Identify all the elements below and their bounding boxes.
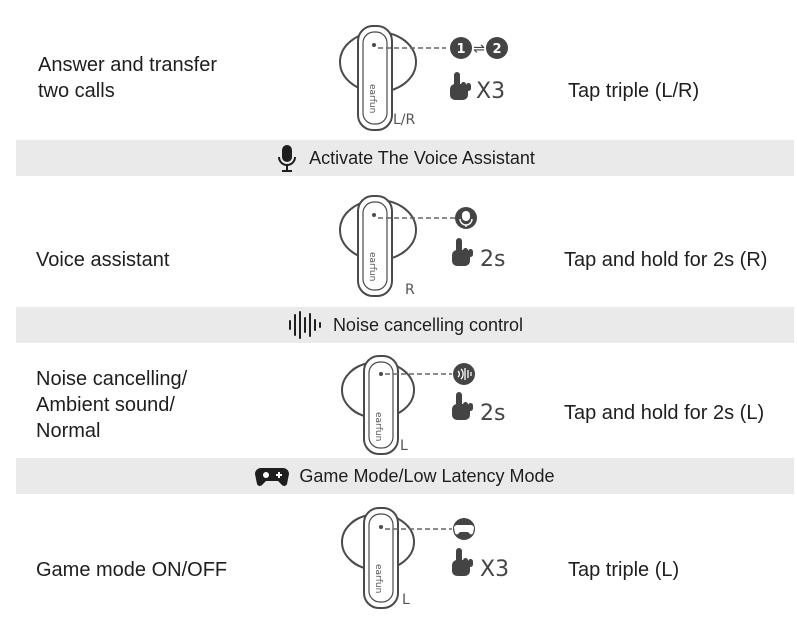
earbud-side-label: L/R (393, 112, 416, 128)
sound-wave-icon (287, 311, 323, 339)
svg-text:⇌: ⇌ (473, 41, 485, 57)
gamepad-icon (453, 518, 475, 540)
noise-cancel-icon (453, 363, 475, 385)
row-4-action: Tap triple (L) (568, 559, 680, 581)
row-2-label-line-1: Voice assistant (36, 249, 170, 271)
tap-hand-icon (452, 548, 473, 576)
gesture-count: X3 (476, 79, 505, 104)
row-3-label-line-1: Noise cancelling/ (36, 368, 188, 390)
row-1-action: Tap triple (L/R) (568, 80, 700, 102)
earbud-right-illustration (339, 195, 417, 297)
mic-icon (455, 207, 477, 229)
row-1-label-line-2: two calls (38, 80, 115, 102)
section-band-title: Noise cancelling control (332, 314, 524, 335)
tap-hand-icon (450, 72, 471, 100)
earbud-brand-text: earfun (367, 84, 377, 113)
earbud-left-illustration (341, 507, 415, 609)
earbud-figure-l: earfun X3 L (341, 507, 509, 609)
row-3-label: Noise cancelling/ Ambient sound/ Normal (36, 366, 187, 444)
earbud-figure-lr: earfun 1 ⇌ 2 X3 L/R (339, 25, 508, 131)
row-3-label-line-3: Normal (36, 420, 101, 442)
tap-hand-icon (452, 238, 473, 266)
row-4-label-line-1: Game mode ON/OFF (36, 559, 228, 581)
gesture-duration: 2s (480, 247, 505, 272)
row-4-label: Game mode ON/OFF (36, 557, 227, 583)
section-band-title: Game Mode/Low Latency Mode (299, 465, 555, 486)
earbud-right-illustration (339, 25, 417, 131)
section-band-voice-assistant: Activate The Voice Assistant (16, 140, 794, 176)
gesture-duration: 2s (480, 401, 505, 426)
section-band-title: Activate The Voice Assistant (309, 147, 535, 168)
phone-switch-icon: 1 ⇌ 2 (450, 37, 508, 59)
row-3-action: Tap and hold for 2s (L) (564, 402, 765, 424)
tap-hand-icon (452, 392, 473, 420)
section-band-noise-cancelling: Noise cancelling control (16, 307, 794, 343)
earbud-left-illustration (341, 355, 415, 455)
earbud-figure-r: earfun 2s R (339, 195, 505, 298)
earbud-brand-text: earfun (373, 564, 383, 593)
earbud-side-label: L (402, 592, 410, 608)
svg-text:2: 2 (492, 42, 501, 57)
earbud-brand-text: earfun (367, 252, 377, 281)
row-2-label: Voice assistant (36, 247, 169, 273)
microphone-icon (275, 143, 299, 173)
earbud-brand-text: earfun (373, 412, 383, 441)
section-band-game-mode: Game Mode/Low Latency Mode (16, 458, 794, 494)
gamepad-icon (255, 464, 290, 488)
gesture-count: X3 (480, 557, 509, 582)
row-2-action: Tap and hold for 2s (R) (564, 249, 768, 271)
row-1-label: Answer and transfer two calls (38, 52, 217, 104)
row-3-label-line-2: Ambient sound/ (36, 394, 175, 416)
earbud-side-label: L (400, 438, 408, 454)
row-1-label-line-1: Answer and transfer (38, 54, 217, 76)
earbud-figure-l: earfun 2s L (341, 355, 505, 455)
earbud-side-label: R (405, 282, 415, 298)
svg-text:1: 1 (456, 42, 465, 57)
